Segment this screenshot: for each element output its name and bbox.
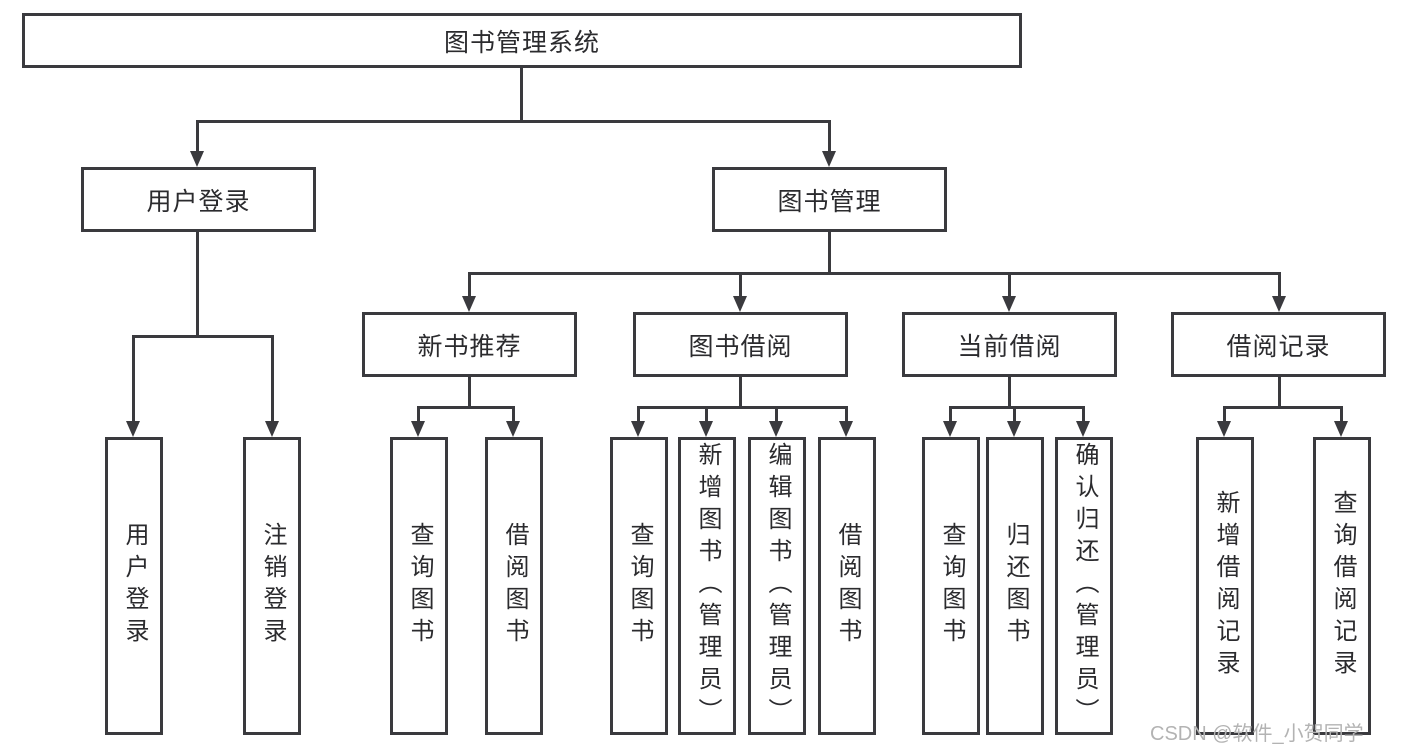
arrowhead-down-icon <box>839 421 853 437</box>
connector-line <box>775 406 778 421</box>
arrowhead-down-icon <box>1272 296 1286 312</box>
connector-line <box>1223 406 1226 421</box>
leaf-newbook-query-books-label: 查询图书 <box>406 522 433 650</box>
node-borrow-records-label: 借阅记录 <box>1226 332 1331 361</box>
connector-line <box>949 406 952 421</box>
arrowhead-down-icon <box>1334 421 1348 437</box>
connector-line <box>1008 377 1011 406</box>
connector-line <box>739 377 742 406</box>
arrowhead-down-icon <box>411 421 425 437</box>
leaf-borrowing-query-books: 查询图书 <box>610 437 668 735</box>
leaf-borrowing-query-books-label: 查询图书 <box>626 522 653 650</box>
leaf-newbook-query-books: 查询图书 <box>390 437 448 735</box>
node-user-login-label: 用户登录 <box>146 187 251 216</box>
connector-line <box>828 120 831 153</box>
connector-line <box>1223 406 1343 409</box>
arrowhead-down-icon <box>265 421 279 437</box>
connector-line <box>468 272 471 296</box>
node-book-borrowing-label: 图书借阅 <box>688 332 793 361</box>
connector-line <box>196 232 199 335</box>
leaf-borrowing-borrow-books: 借阅图书 <box>818 437 876 735</box>
arrowhead-down-icon <box>506 421 520 437</box>
leaf-current-query-books: 查询图书 <box>922 437 980 735</box>
arrowhead-down-icon <box>769 421 783 437</box>
arrowhead-down-icon <box>631 421 645 437</box>
connector-line <box>845 406 848 421</box>
leaf-borrowing-add-books-admin: 新增图书（管理员） <box>678 437 736 735</box>
connector-line <box>949 406 1085 409</box>
leaf-records-add-record-label: 新增借阅记录 <box>1212 490 1239 682</box>
arrowhead-down-icon <box>943 421 957 437</box>
leaf-newbook-borrow-books-label: 借阅图书 <box>501 522 528 650</box>
leaf-current-query-books-label: 查询图书 <box>938 522 965 650</box>
connector-line <box>637 406 640 421</box>
leaf-borrowing-borrow-books-label: 借阅图书 <box>834 522 861 650</box>
leaf-records-query-record: 查询借阅记录 <box>1313 437 1371 735</box>
leaf-records-query-record-label: 查询借阅记录 <box>1329 490 1356 682</box>
connector-line <box>1278 272 1281 296</box>
connector-line <box>196 120 831 123</box>
arrowhead-down-icon <box>126 421 140 437</box>
connector-line <box>1340 406 1343 421</box>
arrowhead-down-icon <box>1007 421 1021 437</box>
node-current-borrowing: 当前借阅 <box>902 312 1117 377</box>
node-new-book-recommend-label: 新书推荐 <box>417 332 522 361</box>
leaf-records-add-record: 新增借阅记录 <box>1196 437 1254 735</box>
arrowhead-down-icon <box>822 151 836 167</box>
leaf-current-confirm-return-admin: 确认归还（管理员） <box>1055 437 1113 735</box>
node-book-management: 图书管理 <box>712 167 947 232</box>
leaf-borrowing-edit-books-admin: 编辑图书（管理员） <box>748 437 806 735</box>
leaf-user-login: 用户登录 <box>105 437 163 735</box>
arrowhead-down-icon <box>699 421 713 437</box>
connector-line <box>417 406 420 421</box>
connector-line <box>132 335 274 338</box>
connector-line <box>1008 272 1011 296</box>
connector-line <box>705 406 708 421</box>
leaf-user-login-label: 用户登录 <box>121 522 148 650</box>
leaf-logout: 注销登录 <box>243 437 301 735</box>
connector-line <box>520 68 523 120</box>
arrowhead-down-icon <box>1217 421 1231 437</box>
leaf-borrowing-edit-books-admin-label: 编辑图书（管理员） <box>764 442 791 730</box>
node-current-borrowing-label: 当前借阅 <box>957 332 1062 361</box>
connector-line <box>739 272 742 296</box>
connector-line <box>512 406 515 421</box>
connector-line <box>1082 406 1085 421</box>
connector-line <box>637 406 848 409</box>
node-new-book-recommend: 新书推荐 <box>362 312 577 377</box>
leaf-logout-label: 注销登录 <box>259 522 286 650</box>
connector-line <box>271 335 274 421</box>
arrowhead-down-icon <box>190 151 204 167</box>
connector-line <box>828 232 831 272</box>
arrowhead-down-icon <box>733 296 747 312</box>
connector-line <box>1013 406 1016 421</box>
node-borrow-records: 借阅记录 <box>1171 312 1386 377</box>
connector-line <box>196 120 199 153</box>
leaf-borrowing-add-books-admin-label: 新增图书（管理员） <box>694 442 721 730</box>
leaf-current-return-books-label: 归还图书 <box>1002 522 1029 650</box>
node-user-login: 用户登录 <box>81 167 316 232</box>
csdn-watermark: CSDN @软件_小贺同学 <box>1150 723 1364 745</box>
connector-line <box>1278 377 1281 406</box>
leaf-current-confirm-return-admin-label: 确认归还（管理员） <box>1071 442 1098 730</box>
connector-line <box>468 377 471 406</box>
node-root: 图书管理系统 <box>22 13 1022 68</box>
node-root-label: 图书管理系统 <box>443 28 600 57</box>
connector-line <box>132 335 135 421</box>
node-book-borrowing: 图书借阅 <box>633 312 848 377</box>
connector-line <box>417 406 515 409</box>
leaf-newbook-borrow-books: 借阅图书 <box>485 437 543 735</box>
arrowhead-down-icon <box>1002 296 1016 312</box>
node-book-management-label: 图书管理 <box>777 187 882 216</box>
connector-line <box>468 272 1281 275</box>
leaf-current-return-books: 归还图书 <box>986 437 1044 735</box>
arrowhead-down-icon <box>462 296 476 312</box>
arrowhead-down-icon <box>1076 421 1090 437</box>
